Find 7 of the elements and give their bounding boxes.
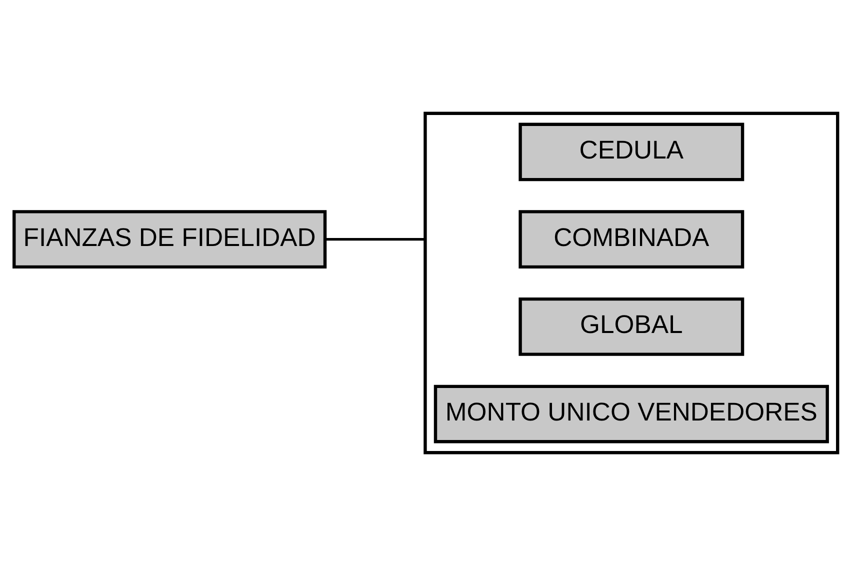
node-box: CEDULA [518, 122, 744, 182]
node-box: GLOBAL [518, 297, 744, 356]
node-box: MONTO UNICO VENDEDORES [434, 384, 829, 444]
node-box: FIANZAS DE FIDELIDAD [12, 210, 327, 269]
cluster [424, 112, 840, 454]
connector [325, 238, 426, 241]
node-box: COMBINADA [518, 210, 744, 269]
